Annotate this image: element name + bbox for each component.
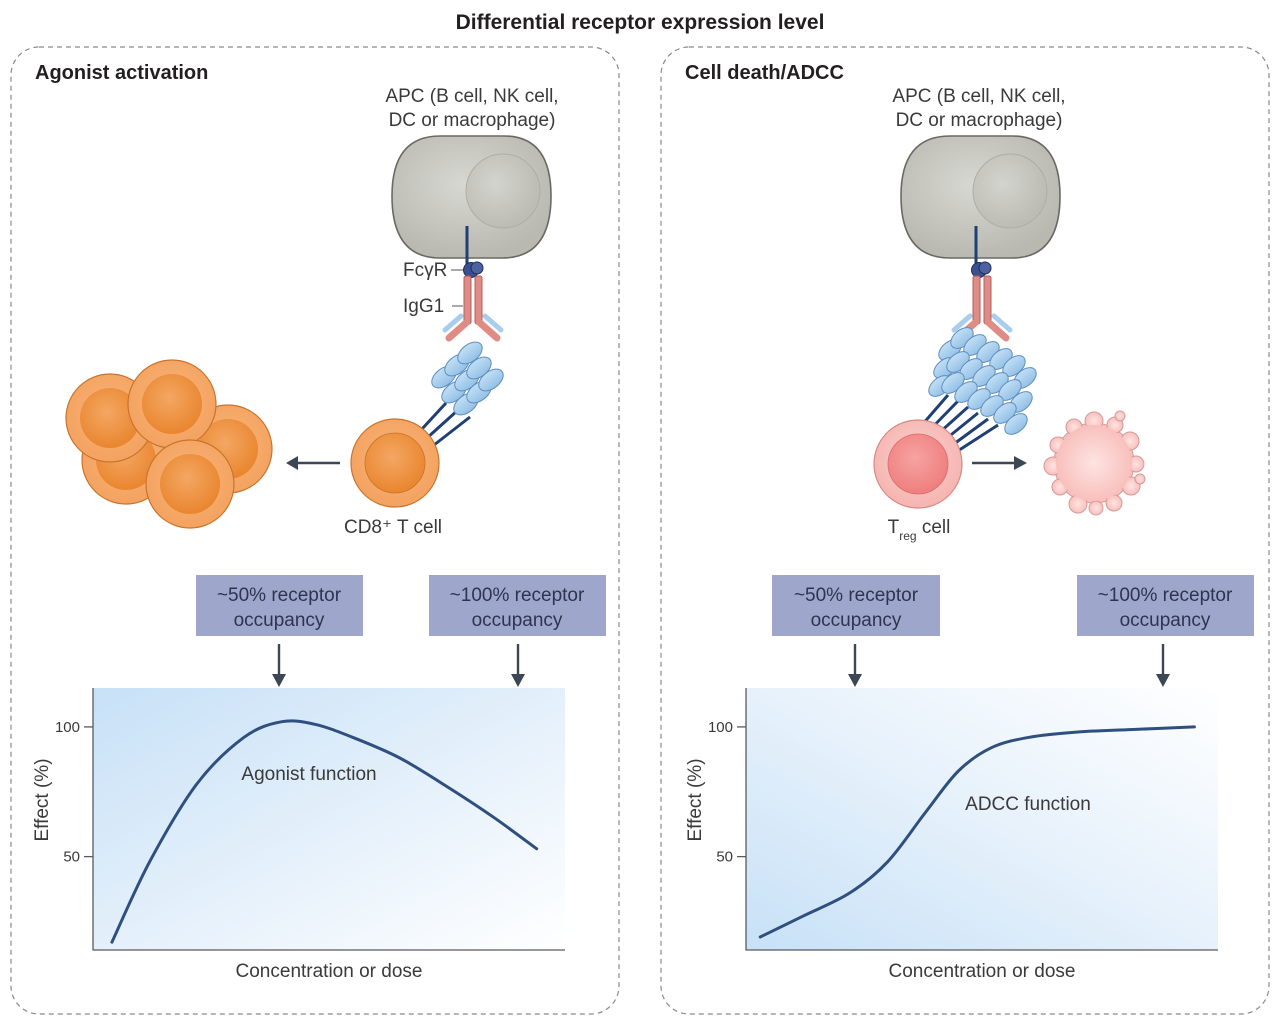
apc-cell — [900, 135, 1061, 259]
cell-death-arrow — [972, 456, 1027, 470]
occupancy-box-100: ~100% receptor occupancy — [429, 575, 606, 687]
chart-plot-area — [93, 688, 565, 950]
occupancy-50-line1: ~50% receptor — [217, 585, 342, 606]
occupancy-100-line1: ~100% receptor — [450, 585, 585, 606]
y-tick-label: 50 — [63, 849, 80, 866]
occupancy-box-50: ~50% receptor occupancy — [772, 575, 940, 687]
chart-adcc: 50 100 ADCC function Effect (%) Concentra… — [685, 688, 1218, 982]
cd8-t-cell — [350, 418, 440, 508]
panel-heading: Agonist activation — [35, 62, 208, 84]
panel-heading: Cell death/ADCC — [685, 62, 844, 84]
occupancy-100-line2: occupancy — [1120, 610, 1211, 631]
occupancy-50-line1: ~50% receptor — [794, 585, 919, 606]
y-tick-label: 100 — [55, 719, 80, 736]
igg1-antibody — [442, 275, 504, 342]
occupancy-100-line2: occupancy — [472, 610, 563, 631]
y-tick-label: 100 — [708, 719, 733, 736]
igg1-antibody — [951, 275, 1013, 342]
panel-frame-left — [10, 46, 620, 1015]
chart-ylabel: Effect (%) — [32, 758, 53, 841]
apc-cell — [391, 135, 552, 259]
fcgr-label: FcγR — [403, 260, 447, 281]
panel-agonist-activation: Agonist activation APC (B cell, NK cell,… — [10, 46, 620, 1015]
function-label: Agonist function — [241, 764, 376, 785]
cd8-t-cell-label: CD8⁺ T cell — [344, 517, 442, 538]
occupancy-100-line1: ~100% receptor — [1098, 585, 1233, 606]
igg1-label: IgG1 — [403, 296, 444, 317]
panel-cell-death-adcc: Cell death/ADCC APC (B cell, NK cell, DC… — [660, 46, 1270, 1015]
apc-label-line2: DC or macrophage) — [896, 110, 1063, 131]
apc-label-line2: DC or macrophage) — [389, 110, 556, 131]
chart-ylabel: Effect (%) — [685, 758, 706, 841]
fc-gamma-receptor — [463, 226, 484, 278]
chart-xlabel: Concentration or dose — [889, 961, 1076, 982]
y-tick-label: 50 — [716, 849, 733, 866]
occupancy-50-line2: occupancy — [234, 610, 325, 631]
figure-title: Differential receptor expression level — [456, 11, 825, 34]
occupancy-box-50: ~50% receptor occupancy — [196, 575, 363, 687]
occupancy-box-100: ~100% receptor occupancy — [1077, 575, 1254, 687]
panel-frame-right — [660, 46, 1270, 1015]
treg-cell — [873, 419, 963, 509]
apc-label-line1: APC (B cell, NK cell, — [385, 86, 558, 107]
chart-xlabel: Concentration or dose — [236, 961, 423, 982]
proliferation-arrow — [286, 456, 340, 470]
tnf-receptor-cluster — [408, 341, 504, 454]
chart-agonist: 50 100 Agonist function Effect (%) Concen… — [32, 688, 565, 982]
apc-label-line1: APC (B cell, NK cell, — [892, 86, 1065, 107]
expanded-t-cells — [65, 359, 273, 529]
function-label: ADCC function — [965, 794, 1091, 815]
occupancy-50-line2: occupancy — [811, 610, 902, 631]
apoptotic-cell — [1043, 410, 1146, 516]
fc-gamma-receptor — [971, 226, 992, 278]
treg-cell-label: Treg cell — [888, 517, 951, 543]
adcc-curve — [758, 725, 1196, 939]
agonist-curve — [110, 719, 539, 944]
